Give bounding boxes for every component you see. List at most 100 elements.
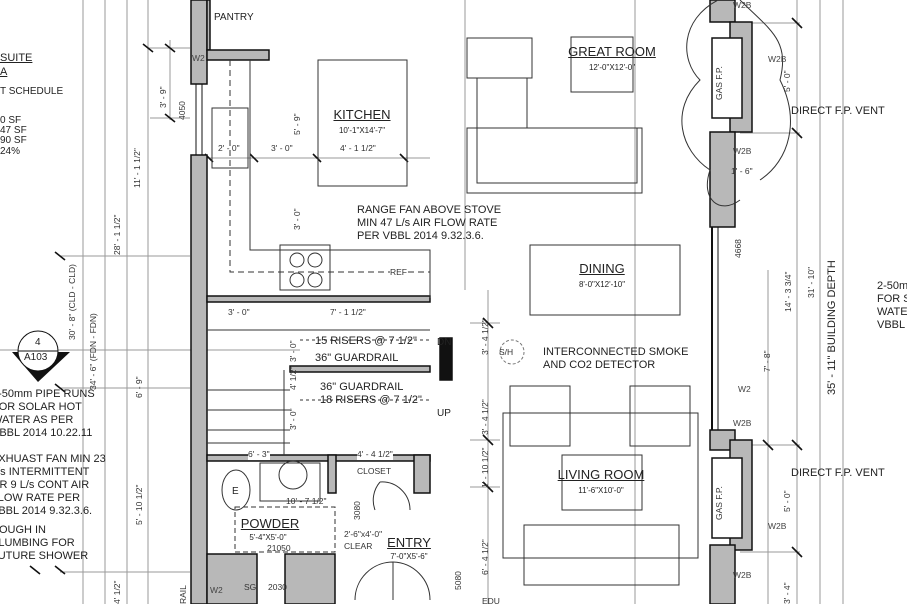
window-tag-w2b-4: W2B	[733, 418, 752, 428]
suite-title: SUITE	[0, 52, 33, 64]
window-tag-w2: W2	[192, 53, 205, 63]
sg-label: SG	[244, 582, 257, 592]
dim-c-1-10: 1' - 10 1/2"	[480, 447, 490, 488]
entry-size: 7'-0"X5'-6"	[390, 552, 428, 561]
right-note-2: FOR S	[877, 293, 907, 305]
kitchen-label: KITCHEN	[333, 107, 391, 122]
dim-11-1: 11' - 1 1/2"	[132, 148, 142, 188]
pipe-note-4: VBBL 2014 10.22.11	[0, 427, 93, 439]
door-5080: 5080	[453, 571, 463, 590]
area-2: 47 SF	[0, 125, 27, 136]
dim-r-14-3: 14' - 3 3/4"	[783, 271, 793, 312]
great-room-size: 12'-0"X12'-0"	[588, 63, 636, 72]
exhaust-note-5: VBBL 2014 9.32.3.6.	[0, 505, 93, 517]
rough-note-2: PLUMBING FOR	[0, 537, 75, 549]
direct-vent-1: DIRECT F.P. VENT	[791, 105, 885, 117]
stairs-up-label: 18 RISERS @ 7 1/2"	[320, 394, 422, 406]
dining-size: 8'-0"X12'-10"	[578, 280, 626, 289]
dim-s-7-1: 7' - 1 1/2"	[330, 307, 366, 317]
dim-k-2-0: 2' - 0"	[218, 143, 240, 153]
window-tag-w2-bottom: W2	[210, 585, 223, 595]
window-4668: 4668	[733, 239, 743, 258]
dim-s-3-0: 3' - 0"	[228, 307, 250, 317]
dim-r-31-10: 31' - 10"	[806, 266, 816, 298]
dim-30-8: 30' - 8" (CLD - CLD)	[67, 264, 77, 340]
section-marker-shape	[12, 330, 70, 382]
dim-s-3-0v: 3' - 0"	[288, 340, 298, 362]
dim-k-4-1: 4' - 1 1/2"	[340, 143, 376, 153]
dim-28-1: 28' - 1 1/2"	[112, 214, 122, 255]
interior-lines	[207, 0, 791, 601]
dim-k-3-0v: 3' - 0"	[292, 208, 302, 230]
edu-label: EDU	[482, 596, 500, 604]
powder-size: 5'-4"X5'-0"	[249, 533, 287, 542]
pipe-note-2: FOR SOLAR HOT	[0, 401, 82, 413]
smoke-note-1: INTERCONNECTED SMOKE	[543, 346, 689, 358]
range-fan-note-1: RANGE FAN ABOVE STOVE	[357, 204, 502, 216]
dim-4-left: 4' 1/2"	[112, 580, 122, 604]
gas-fp-2: GAS F.P.	[714, 486, 724, 520]
range-fan-note-3: PER VBBL 2014 9.32.3.6.	[357, 230, 484, 242]
suite-sub: A	[0, 66, 8, 78]
pipe-note-3: WATER AS PER	[0, 414, 74, 426]
window-tag-w2: W2	[738, 384, 751, 394]
smoke-note-2: AND CO2 DETECTOR	[543, 359, 656, 371]
exhaust-note-4: FLOW RATE PER	[0, 492, 81, 504]
stairs-dn: DN	[437, 337, 452, 348]
window-tag-w2b-5: W2B	[768, 521, 787, 531]
dim-r-5-0b: 5' - 0"	[782, 490, 792, 512]
dim-c-3-4b: 3' - 4 1/2"	[480, 399, 490, 435]
exhaust-note-2: L/s INTERMITTENT	[0, 466, 90, 478]
fireplaces	[711, 37, 743, 539]
dimension-lines	[0, 0, 844, 604]
dim-r-3-4: 3' - 4"	[782, 582, 792, 604]
window-tag-w2b-3: W2B	[733, 146, 752, 156]
schedule-title: T SCHEDULE	[0, 86, 64, 97]
kitchen-size: 10'-1"X14'-7"	[338, 126, 386, 135]
entry-label: ENTRY	[387, 535, 431, 550]
door-3080: 3080	[352, 501, 362, 520]
ref-label: REF	[390, 267, 407, 278]
area-4: 24%	[0, 146, 21, 157]
great-room-label: GREAT ROOM	[568, 44, 656, 59]
dim-p-10-7: 10' - 7 1/2"	[286, 496, 327, 506]
guardrail-label-2: 36" GUARDRAIL	[320, 381, 404, 393]
powder-label: POWDER	[240, 516, 300, 531]
right-note-4: VBBL	[877, 319, 906, 331]
dim-s-4-1v: 4' 1/2"	[288, 366, 298, 390]
dining-label: DINING	[579, 261, 625, 276]
gas-fp-1: GAS F.P.	[714, 66, 724, 100]
walls	[190, 0, 753, 604]
dim-r-1-6: 1' - 6"	[731, 166, 753, 176]
dim-34-6: 34' - 6" (FDN - FDN)	[88, 313, 98, 390]
dim-r-5-0a: 5' - 0"	[782, 70, 792, 92]
area-3: 90 SF	[0, 135, 27, 146]
section-number[interactable]: 4	[35, 337, 41, 348]
guardrail-label-1: 36" GUARDRAIL	[315, 352, 399, 364]
window-tag-w2b-2: W2B	[768, 54, 787, 64]
area-1: 0 SF	[0, 115, 22, 126]
dim-3-9: 3' - 9"	[158, 86, 168, 108]
closet-label: CLOSET	[357, 466, 392, 476]
dim-s-3-0v2: 3' - 0"	[288, 408, 298, 430]
stairs-up: UP	[437, 408, 451, 419]
dim-k-3-0: 3' - 0"	[271, 143, 293, 153]
dim-k-5-9: 5' - 9"	[292, 113, 302, 135]
window-tag-w2b-6: W2B	[733, 570, 752, 580]
door-2030: 2030	[268, 582, 287, 592]
clear-size: 2'-6"x4'-0"	[344, 529, 383, 539]
range-fan-note-2: MIN 47 L/s AIR FLOW RATE	[357, 217, 498, 229]
dim-5-10: 5' - 10 1/2"	[134, 484, 144, 525]
window-tag-w2b-1: W2B	[733, 0, 752, 10]
clear-label: CLEAR	[344, 541, 373, 551]
exhaust-note-1: EXHUAST FAN MIN 23	[0, 453, 106, 465]
living-room-size: 11'-6"X10'-0"	[578, 486, 624, 495]
dim-c-6-4: 6' - 4 1/2"	[480, 539, 490, 575]
dim-c-3-4a: 3' - 4 1/2"	[480, 319, 490, 355]
pipe-note-1: 2-50mm PIPE RUNS	[0, 388, 95, 400]
pantry-label: PANTRY	[214, 12, 254, 23]
section-sheet[interactable]: A103	[24, 352, 48, 363]
dim-p-4-4: 4' - 4 1/2"	[357, 449, 393, 460]
